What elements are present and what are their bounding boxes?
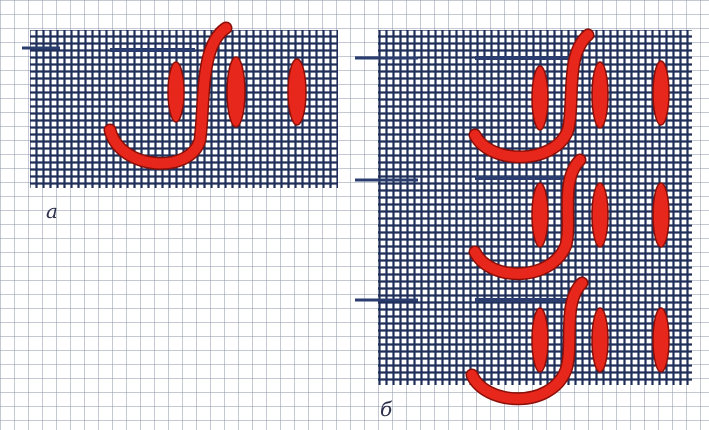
vertical-stitch bbox=[653, 183, 669, 247]
panel-b: б bbox=[355, 30, 692, 421]
vertical-stitch bbox=[653, 61, 669, 125]
vertical-stitch bbox=[288, 59, 306, 125]
vertical-stitch bbox=[592, 183, 608, 247]
vertical-stitch bbox=[532, 183, 548, 247]
vertical-stitch bbox=[653, 308, 669, 372]
vertical-stitch bbox=[592, 62, 608, 128]
vertical-stitch bbox=[532, 66, 548, 130]
vertical-stitch bbox=[532, 308, 548, 372]
panel-b-label: б bbox=[380, 397, 393, 421]
vertical-stitch bbox=[168, 62, 184, 122]
vertical-stitch bbox=[592, 308, 608, 372]
vertical-stitch bbox=[227, 57, 245, 127]
panel-a-label: а bbox=[46, 199, 58, 223]
